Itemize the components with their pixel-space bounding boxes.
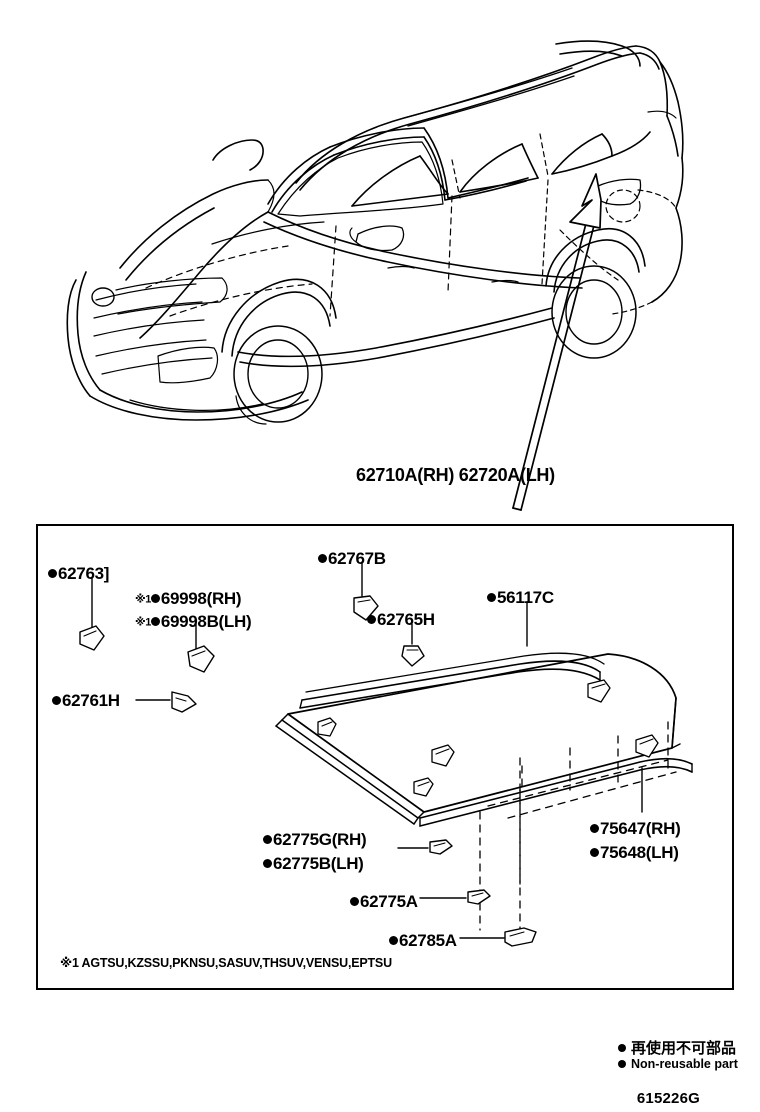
nonreusable-dot-icon xyxy=(487,593,496,603)
legend-label-japanese: 再使用不可部品 xyxy=(631,1039,737,1057)
nonreusable-dot-icon xyxy=(618,1044,626,1052)
applicability-footnote: ※1 AGTSU,KZSSU,PKNSU,SASUV,THSUV,VENSU,E… xyxy=(60,956,392,970)
part-number-text: 69998(RH) xyxy=(160,589,242,608)
nonreusable-dot-icon xyxy=(263,859,272,869)
part-label-69998blh: ※1 69998B(LH) xyxy=(135,611,252,633)
part-label-62775blh: 62775B(LH) xyxy=(263,853,364,874)
nonreusable-dot-icon xyxy=(263,835,272,845)
part-number-text: 62761H xyxy=(62,691,120,710)
part-label-56117c: 56117C xyxy=(487,587,554,608)
nonreusable-dot-icon xyxy=(48,569,57,579)
legend: 再使用不可部品 Non-reusable part xyxy=(618,1040,738,1072)
part-number-text: 62785A xyxy=(399,931,457,950)
part-number-text: 69998B(LH) xyxy=(160,612,252,631)
nonreusable-dot-icon-2 xyxy=(618,1060,626,1068)
part-label-62775a: 62775A xyxy=(350,891,418,912)
part-label-62761h: 62761H xyxy=(52,690,120,711)
legend-row-english: Non-reusable part xyxy=(618,1056,738,1072)
footnote-marker-icon: ※1 xyxy=(135,616,151,629)
part-label-62785a: 62785A xyxy=(389,930,457,951)
legend-label-english: Non-reusable part xyxy=(631,1057,738,1071)
part-number-text: 75647(RH) xyxy=(600,819,681,838)
callout-line-lh: 62720A(LH) xyxy=(458,465,555,485)
nonreusable-dot-icon xyxy=(150,594,160,604)
drawing-number: 615226G xyxy=(636,1090,700,1107)
part-number-text: 62765H xyxy=(377,610,435,629)
parts-detail-panel xyxy=(36,524,734,990)
part-number-text: 62775A xyxy=(360,892,418,911)
nonreusable-dot-icon xyxy=(367,615,376,625)
legend-row-japanese: 再使用不可部品 xyxy=(618,1040,738,1056)
part-number-text: 62763] xyxy=(58,564,110,583)
part-number-text: 62767B xyxy=(328,549,386,568)
vehicle-illustration xyxy=(66,40,684,425)
callout-line-rh: 62710A(RH) xyxy=(356,465,455,485)
part-label-62763j: 62763] xyxy=(48,563,109,584)
part-label-75647rh: 75647(RH) xyxy=(590,818,681,839)
part-label-75648lh: 75648(LH) xyxy=(590,842,679,863)
nonreusable-dot-icon xyxy=(318,554,327,564)
nonreusable-dot-icon xyxy=(350,897,359,907)
part-number-text: 56117C xyxy=(497,588,554,607)
nonreusable-dot-icon xyxy=(389,936,398,946)
footnote-marker-icon: ※1 xyxy=(135,593,151,606)
nonreusable-dot-icon xyxy=(590,848,599,858)
part-label-62767b: 62767B xyxy=(318,548,386,569)
part-label-62775grh: 62775G(RH) xyxy=(263,829,367,850)
part-number-text: 75648(LH) xyxy=(600,843,679,862)
nonreusable-dot-icon xyxy=(52,696,61,706)
part-number-text: 62775G(RH) xyxy=(273,830,367,849)
part-label-62765h: 62765H xyxy=(367,609,435,630)
part-label-69998rh: ※1 69998(RH) xyxy=(135,588,242,610)
nonreusable-dot-icon xyxy=(150,617,160,627)
part-number-text: 62775B(LH) xyxy=(273,854,364,873)
roof-callout-arrow xyxy=(512,173,602,511)
nonreusable-dot-icon xyxy=(590,824,599,834)
vehicle-roof-callout: 62710A(RH) 62720A(LH) xyxy=(356,464,555,487)
